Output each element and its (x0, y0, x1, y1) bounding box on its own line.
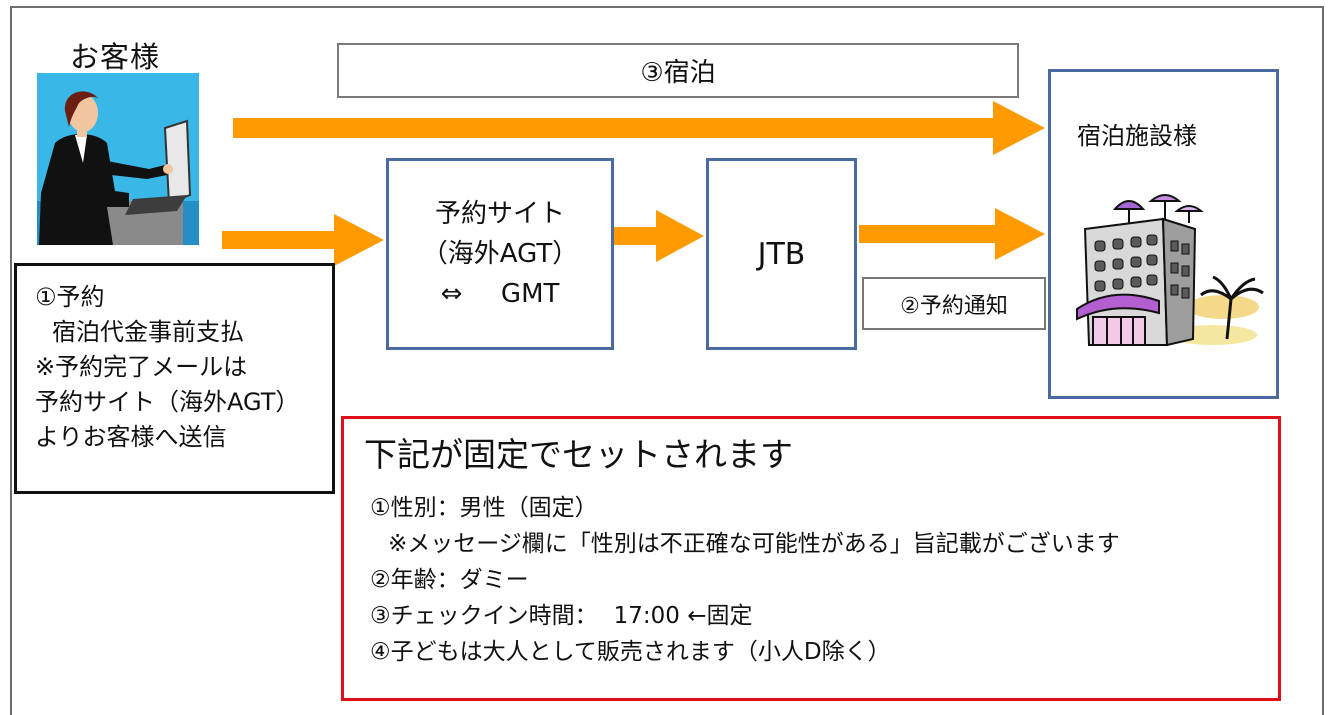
booking-site-line1: 予約サイト (434, 199, 565, 229)
stay-bar: ③宿泊 (337, 43, 1019, 98)
checkin-value: 17:00 ←固定 (613, 603, 753, 629)
booking-site-line3: ⇔ GMT (441, 274, 560, 314)
fixed-setting-children: ④子どもは大人として販売されます（小人D除く） (370, 639, 891, 665)
reservation-note-line: ※予約完了メールは (35, 353, 248, 381)
checkin-label: ③チェックイン時間： (370, 603, 598, 629)
reservation-note-line: 予約サイト（海外AGT） (35, 388, 300, 416)
jtb-label: JTB (757, 236, 806, 272)
reservation-note-line: ①予約 (35, 283, 105, 311)
jtb-box: JTB (706, 158, 857, 350)
booking-site-box: 予約サイト （海外AGT） ⇔ GMT (386, 158, 614, 350)
reservation-note-box: ①予約 宿泊代金事前支払 ※予約完了メールは 予約サイト（海外AGT） よりお客… (14, 263, 335, 494)
fixed-settings-list: ①性別：男性（固定） ※メッセージ欄に「性別は不正確な可能性がある」旨記載がござ… (370, 490, 1120, 670)
booking-site-line2: （海外AGT） (421, 239, 579, 269)
arrow-customer-to-site (222, 214, 384, 266)
reservation-note-line: よりお客様へ送信 (35, 423, 227, 451)
fixed-setting-gender: ①性別：男性（固定） (370, 495, 598, 521)
customer-title: お客様 (70, 40, 161, 74)
hotel-title: 宿泊施設様 (1077, 122, 1197, 150)
hotel-building-icon (1076, 194, 1264, 347)
person-at-laptop-icon (37, 73, 199, 245)
fixed-settings-title: 下記が固定でセットされます (364, 435, 793, 474)
arrow-site-to-jtb (614, 210, 704, 262)
fixed-setting-age: ②年齢：ダミー (370, 567, 529, 593)
fixed-settings-box (341, 416, 1281, 701)
diagram-frame (10, 6, 1324, 715)
arrow-customer-to-hotel (233, 101, 1045, 155)
bidirectional-arrow-symbol: ⇔ (440, 279, 463, 309)
booking-site-gmt: GMT (500, 279, 560, 309)
reservation-note-line: 宿泊代金事前支払 (52, 318, 244, 346)
arrow-jtb-to-hotel (859, 208, 1045, 260)
fixed-setting-checkin: ③チェックイン時間： 17:00 ←固定 (370, 598, 1120, 634)
fixed-setting-gender-note: ※メッセージ欄に「性別は不正確な可能性がある」旨記載がございます (388, 531, 1120, 557)
notification-box: ②予約通知 (862, 277, 1046, 330)
